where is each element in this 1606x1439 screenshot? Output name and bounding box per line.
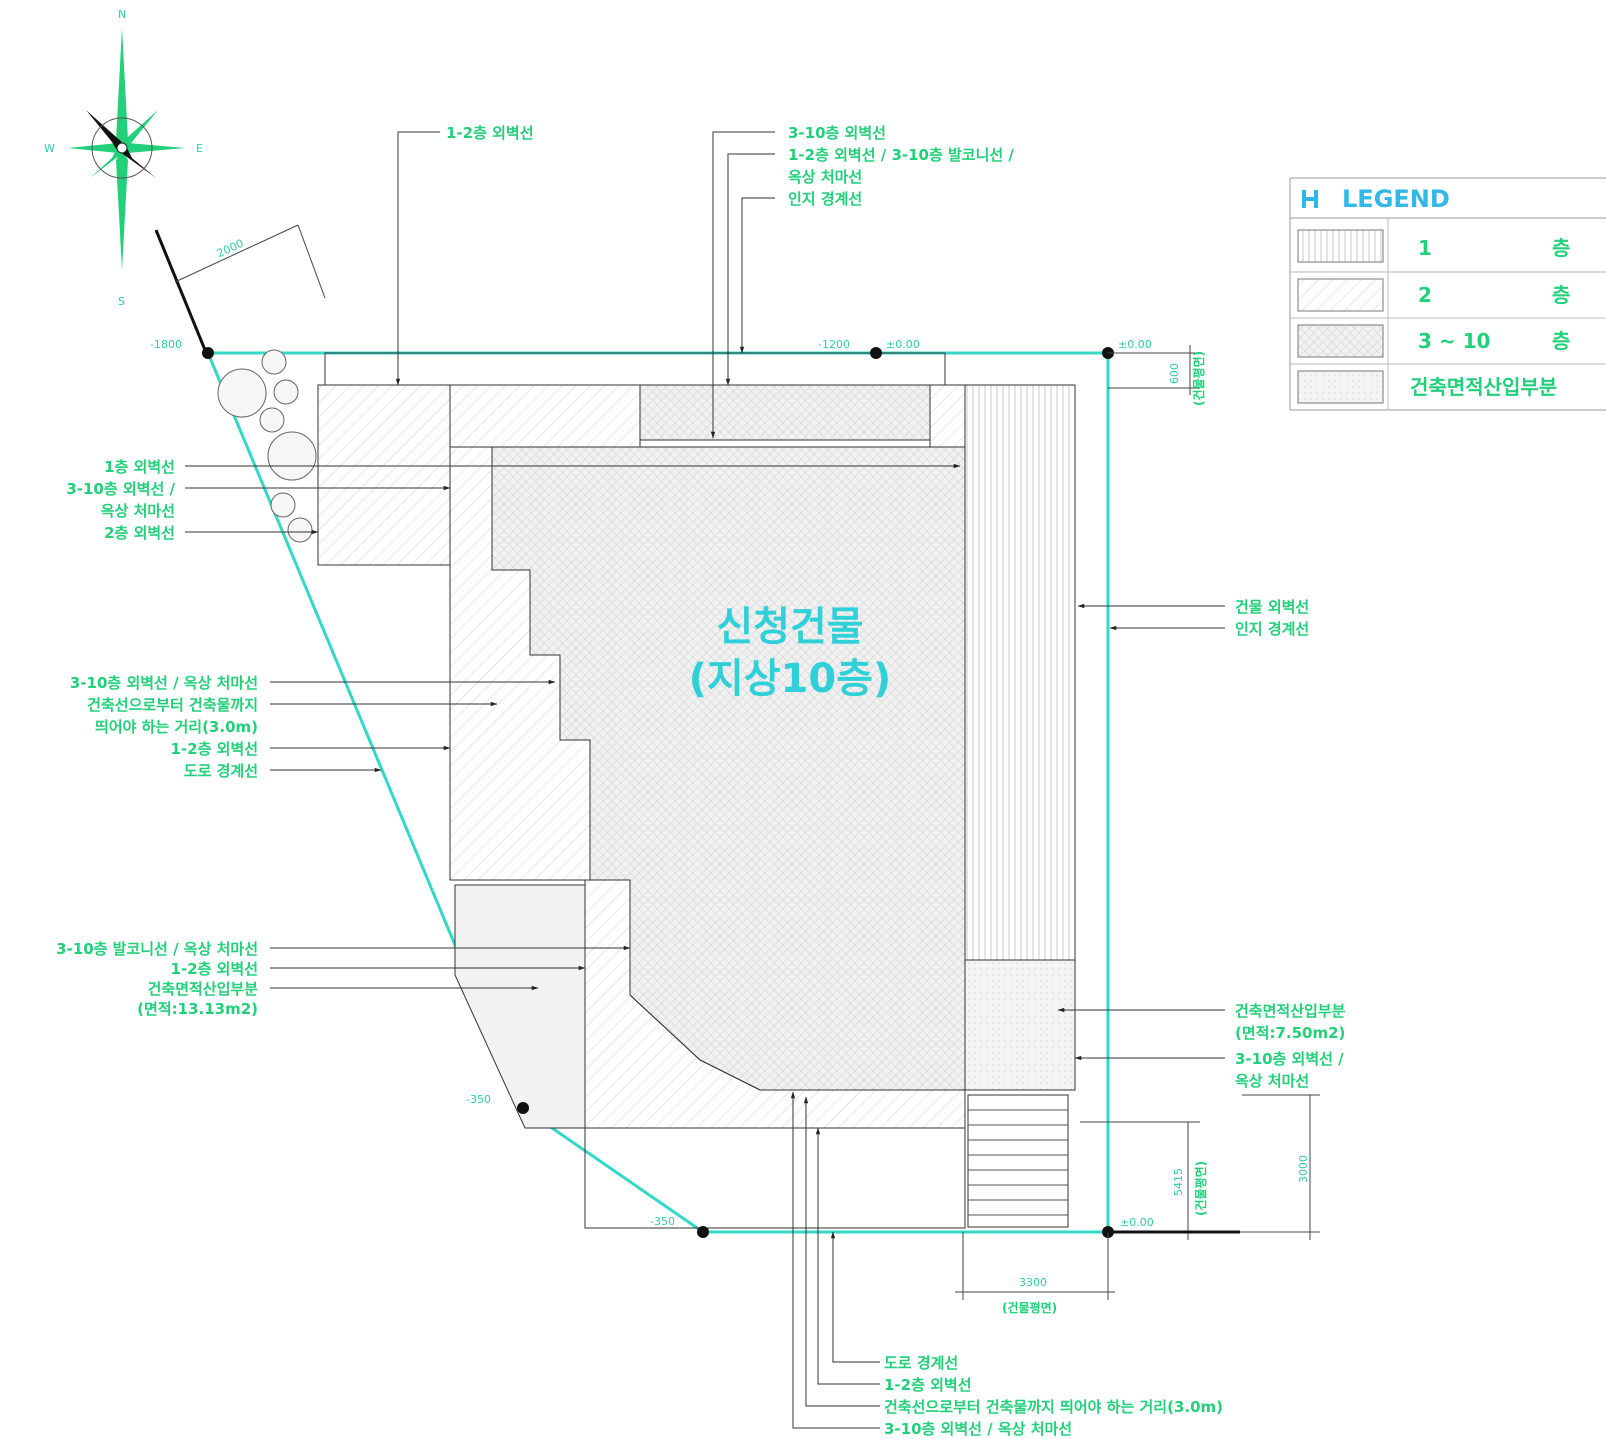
label-right-a1: 건물 외벽선	[1235, 598, 1309, 616]
compass-east-label: E	[196, 142, 203, 155]
label-left-b3: 띄어야 하는 거리(3.0m)	[95, 718, 258, 736]
legend-row-1-label: 1	[1418, 236, 1432, 260]
dim-600: 600	[1168, 363, 1181, 384]
label-left-c3: 건축면적산입부분	[148, 980, 259, 998]
label-right-b3: 3-10층 외벽선 /	[1235, 1050, 1344, 1068]
level-bottom-left: -350	[650, 1215, 675, 1228]
leader-lines	[185, 131, 1225, 1429]
label-right-b4: 옥상 처마선	[1235, 1072, 1309, 1090]
label-left-b5: 도로 경계선	[184, 762, 258, 780]
compass-north-label: N	[118, 8, 126, 21]
level-top-mid: -1200	[818, 338, 850, 351]
compass-west-label: W	[44, 142, 55, 155]
label-right-b1: 건축면적산입부분	[1235, 1002, 1346, 1020]
tree-icons	[217, 349, 317, 543]
dimension-2000: 2000	[154, 224, 326, 351]
label-left-c2: 1-2층 외벽선	[170, 960, 258, 978]
dim-3300: 3300	[1019, 1276, 1047, 1289]
label-left-a2: 3-10층 외벽선 /	[66, 480, 175, 498]
legend-row-2-unit: 층	[1552, 283, 1570, 307]
level-top-right: ±0.00	[1118, 338, 1152, 351]
legend-row-4-label: 건축면적산입부분	[1410, 375, 1557, 399]
building-footprint	[317, 352, 1076, 1229]
legend-row-3-label: 3 ~ 10	[1418, 329, 1490, 353]
label-top-b1: 3-10층 외벽선	[788, 124, 886, 142]
label-top-b4: 인지 경계선	[788, 190, 862, 208]
label-right-a2: 인지 경계선	[1235, 620, 1309, 638]
dim-3000: 3000	[1297, 1155, 1310, 1183]
dim-3300-note: (건물평면)	[1002, 1300, 1057, 1315]
legend-row-2-label: 2	[1418, 283, 1432, 307]
legend: LEGEND 1 층 2 층 3 ~ 10 층 건축면적산입부분	[1289, 177, 1606, 411]
label-top-b2: 1-2층 외벽선 / 3-10층 발코니선 /	[788, 146, 1014, 164]
label-left-b4: 1-2층 외벽선	[170, 740, 258, 758]
label-left-b1: 3-10층 외벽선 / 옥상 처마선	[70, 674, 258, 692]
dim-5415: 5415	[1172, 1168, 1185, 1196]
building-title-line2: (지상10층)	[689, 656, 892, 702]
label-left-b2: 건축선으로부터 건축물까지	[87, 696, 258, 714]
legend-row-1-unit: 층	[1552, 236, 1570, 260]
compass-rose-icon: N S E W	[44, 8, 203, 308]
label-top-a: 1-2층 외벽선	[446, 124, 534, 142]
label-left-a1: 1층 외벽선	[104, 458, 175, 476]
level-bottom-right: ±0.00	[1120, 1216, 1154, 1229]
label-left-a4: 2층 외벽선	[104, 524, 175, 542]
compass-south-label: S	[118, 295, 125, 308]
legend-row-3-unit: 층	[1552, 329, 1570, 353]
label-bot-3: 건축선으로부터 건축물까지 띄어야 하는 거리(3.0m)	[884, 1398, 1223, 1416]
label-bot-4: 3-10층 외벽선 / 옥상 처마선	[884, 1420, 1072, 1438]
level-left: -350	[466, 1093, 491, 1106]
building-title-line1: 신청건물	[716, 604, 863, 650]
level-top-left: -1800	[150, 338, 182, 351]
label-right-b2: (면적:7.50m2)	[1235, 1024, 1345, 1042]
label-left-c1: 3-10층 발코니선 / 옥상 처마선	[56, 940, 258, 958]
level-top-mid-2: ±0.00	[886, 338, 920, 351]
label-left-a3: 옥상 처마선	[101, 502, 175, 520]
label-top-b3: 옥상 처마선	[788, 168, 862, 186]
label-bot-2: 1-2층 외벽선	[884, 1376, 972, 1394]
dim-5415-note: (건물평면)	[1193, 1161, 1208, 1216]
label-bot-1: 도로 경계선	[884, 1354, 958, 1372]
dim-600-note: (건물평면)	[1191, 351, 1206, 406]
legend-title: LEGEND	[1342, 185, 1450, 213]
label-left-c4: (면적:13.13m2)	[137, 1000, 258, 1018]
legend-icon	[1302, 190, 1318, 208]
